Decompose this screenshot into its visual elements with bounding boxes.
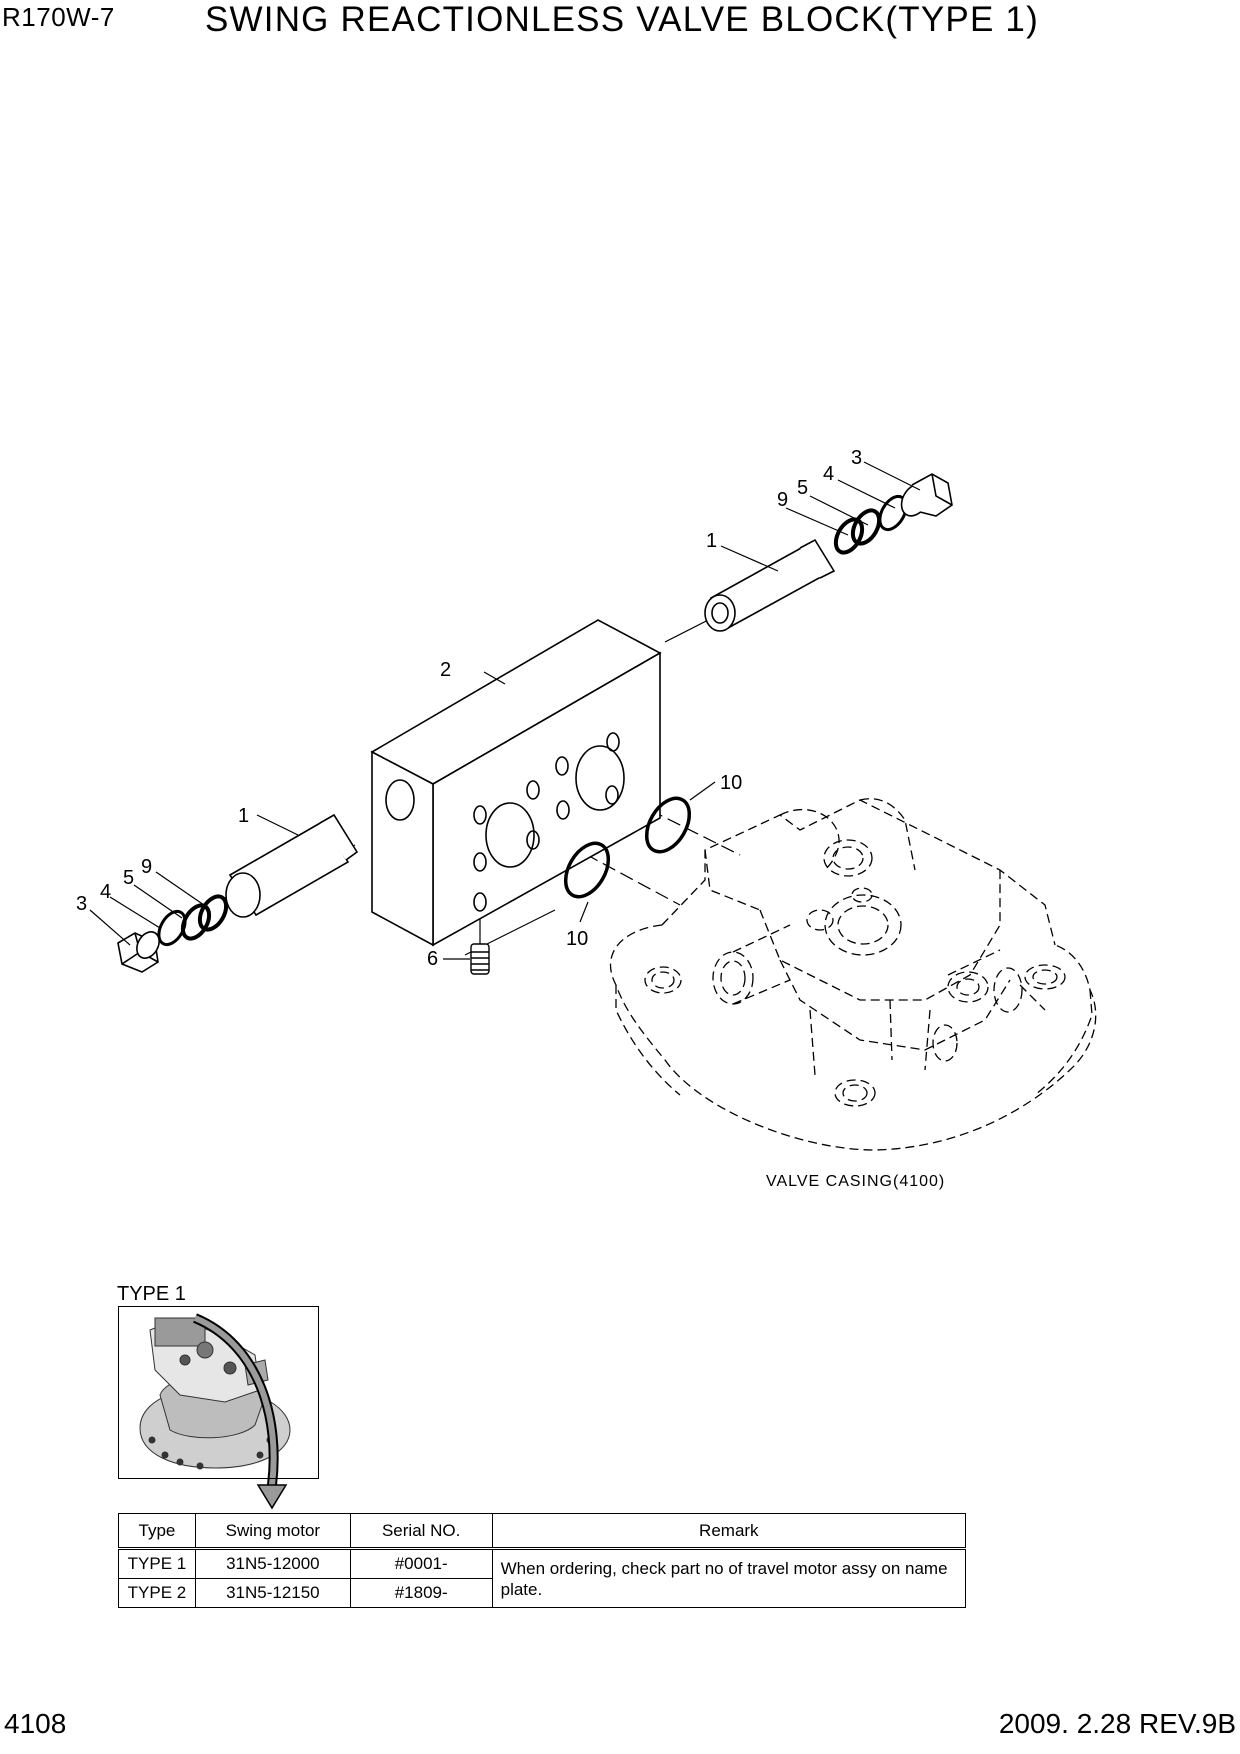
callout-5-bottom: 5 [123,867,134,889]
cell-remark: When ordering, check part no of travel m… [491,1548,967,1608]
callout-3-bottom: 3 [76,893,87,915]
lower-plug-part-3 [117,931,160,973]
lower-spool-part-1 [225,813,359,918]
upper-spool-part-1 [704,538,836,632]
cell-type: TYPE 2 [118,1578,196,1608]
small-plug-part-6 [470,943,490,975]
photo-frame [118,1306,319,1479]
model-code: R170W-7 [2,2,115,32]
cell-type: TYPE 1 [118,1548,196,1579]
cell-swing-motor: 31N5-12000 [194,1548,351,1579]
valve-casing [610,798,1097,1151]
callout-leaders [89,461,921,960]
callout-5-top: 5 [797,477,808,499]
callout-9-bottom: 9 [141,856,152,878]
cell-serial: #0001- [349,1548,493,1579]
cell-swing-motor: 31N5-12150 [194,1578,351,1608]
lower-seals [157,894,229,947]
callout-6: 6 [427,948,438,970]
upper-plug-part-3 [900,473,953,517]
swing-motor-photo [139,1313,291,1510]
valve-casing-label: VALVE CASING(4100) [766,1173,945,1190]
callout-3-top: 3 [851,447,862,469]
cell-serial: #1809- [349,1578,493,1608]
callout-10-top: 10 [720,772,742,794]
callout-9-top: 9 [777,489,788,511]
header-swing-motor: Swing motor [194,1513,351,1550]
callout-1-top: 1 [706,530,717,552]
type-reference-table: Type Swing motor Serial NO. Remark TYPE … [118,1513,967,1608]
callout-4-bottom: 4 [100,881,111,903]
table-header-row: Type Swing motor Serial NO. Remark [118,1513,967,1550]
table-row: TYPE 1 31N5-12000 #0001- When ordering, … [118,1548,967,1608]
callout-10-bottom: 10 [566,928,588,950]
upper-seals [833,494,908,555]
page-number: 4108 [4,1708,67,1739]
header-type: Type [118,1513,196,1550]
callout-2: 2 [440,659,451,681]
o-rings-part-10 [563,796,692,899]
callout-1-bottom: 1 [238,805,249,827]
header-remark: Remark [491,1513,967,1550]
table-row: TYPE 2 31N5-12150 #1809- [118,1578,966,1608]
callout-4-top: 4 [823,463,834,485]
type-1-label: TYPE 1 [117,1283,186,1305]
page-title: SWING REACTIONLESS VALVE BLOCK(TYPE 1) [205,0,1039,39]
revision-date: 2009. 2.28 REV.9B [998,1708,1236,1739]
valve-block-part-2 [370,619,662,947]
header-serial-no: Serial NO. [349,1513,493,1550]
